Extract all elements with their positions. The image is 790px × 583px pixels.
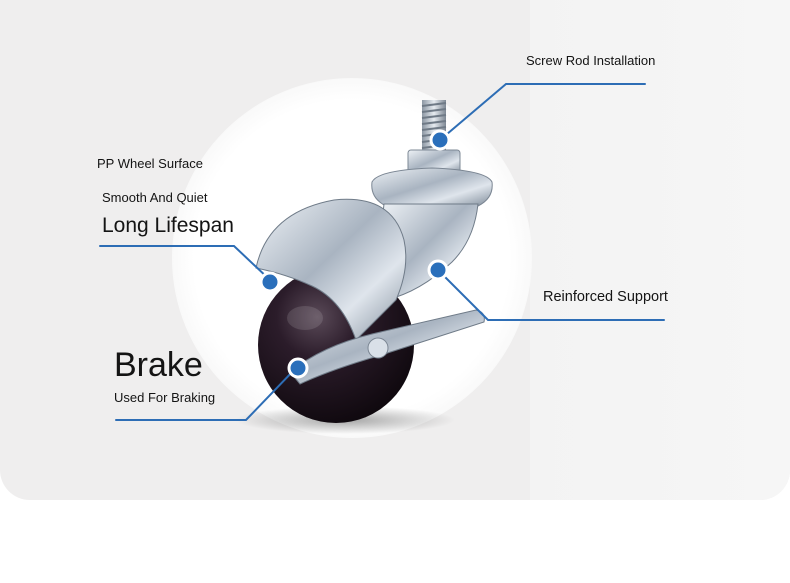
swivel-plate xyxy=(371,167,493,207)
label-smooth-and-quiet: Smooth And Quiet xyxy=(102,190,208,205)
label-brake: Brake xyxy=(114,346,203,384)
callout-dot-screw xyxy=(429,129,451,151)
callout-dot-support xyxy=(427,259,449,281)
label-used-for-braking: Used For Braking xyxy=(114,390,216,405)
callout-dot-lifespan xyxy=(259,271,281,293)
wheel-hood xyxy=(255,198,407,341)
label-pp-wheel-surface: PP Wheel Surface xyxy=(97,156,203,171)
callout-lines xyxy=(99,83,665,421)
callout-dots xyxy=(259,129,451,379)
callout-line-lifespan xyxy=(99,245,271,281)
callout-line-brake xyxy=(115,367,297,421)
callout-line-support xyxy=(437,269,665,321)
callout-line-screw xyxy=(439,83,646,141)
label-screw-rod-installation: Screw Rod Installation xyxy=(526,53,656,68)
callout-dot-brake xyxy=(287,357,309,379)
label-long-lifespan: Long Lifespan xyxy=(102,214,234,237)
label-reinforced-support: Reinforced Support xyxy=(543,289,668,305)
